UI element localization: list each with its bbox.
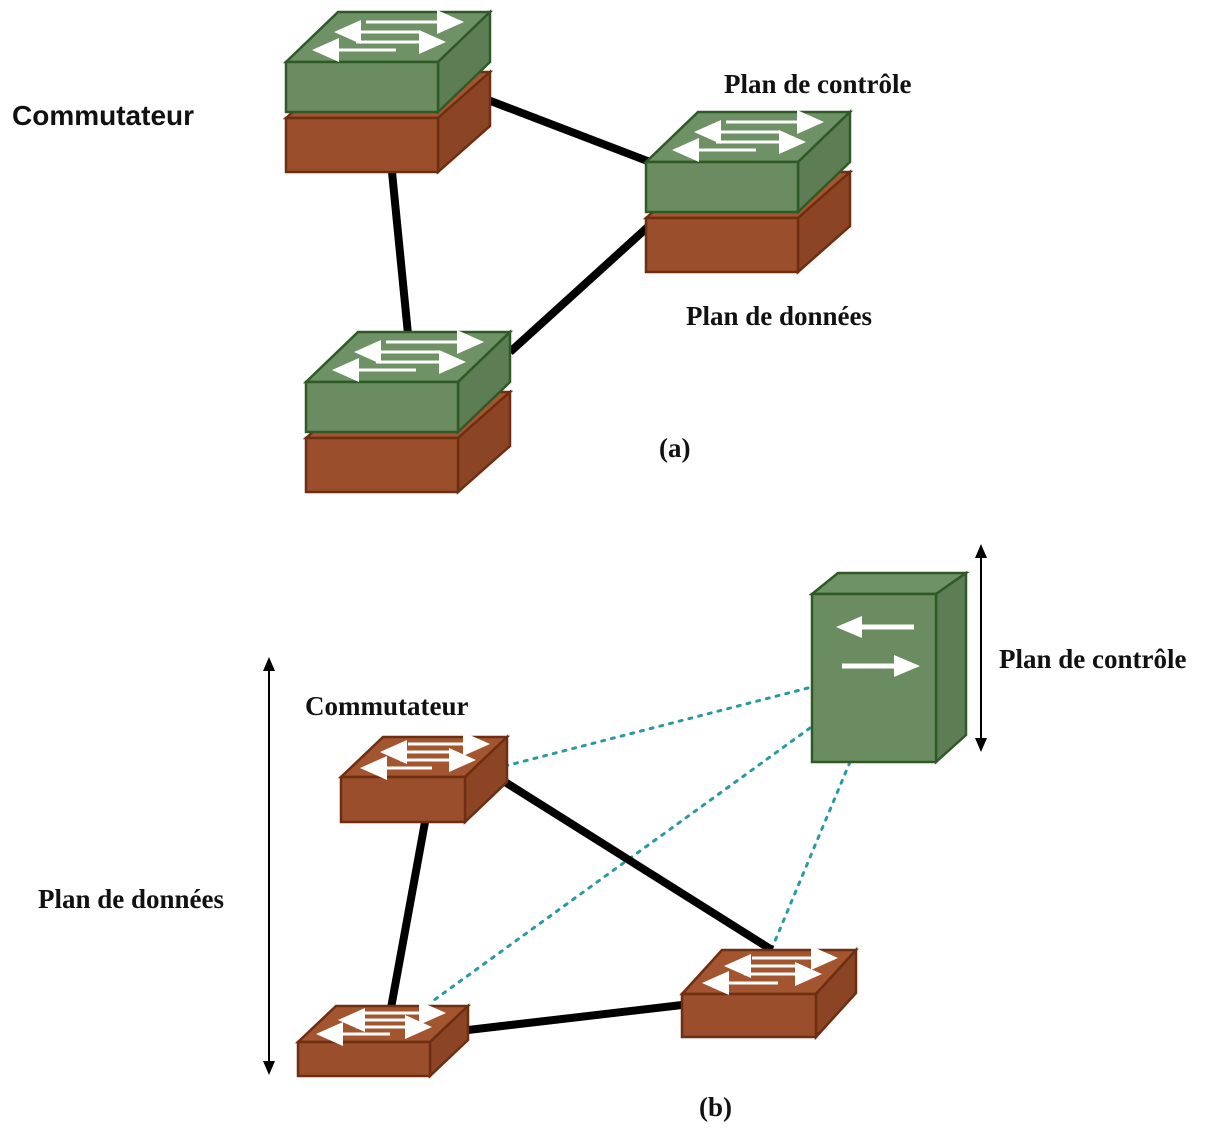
arrows-icon: [672, 110, 824, 162]
switch-a3: [302, 329, 514, 495]
control-link-bottom-right: [770, 760, 852, 950]
switch-a1: [282, 9, 494, 175]
control-plane-block: [642, 109, 854, 215]
arrows-icon: [312, 10, 464, 62]
control-link-top: [503, 686, 810, 768]
switch-b2: [679, 946, 859, 1041]
switch-label-a: Commutateur: [12, 100, 194, 131]
control-plane-label-a: Plan de contrôle: [724, 69, 911, 99]
caption-a: (a): [659, 433, 690, 463]
link-b-top-left: [387, 821, 429, 1009]
arrows-icon: [332, 330, 484, 382]
caption-b: (b): [699, 1092, 732, 1122]
data-plane-label-b: Plan de données: [38, 884, 224, 914]
data-plane-extent-arrow: [263, 657, 275, 1075]
switch-b1: [337, 732, 511, 825]
link-a-right-bottom: [507, 222, 653, 355]
control-plane-block: [282, 9, 494, 115]
arrows-icon: [702, 946, 838, 995]
switch-a2: [642, 109, 854, 275]
control-plane-extent-arrow: [975, 544, 987, 752]
link-a-top-bottom: [388, 171, 412, 335]
switch-b3: [294, 1001, 472, 1079]
arrows-icon: [316, 1001, 446, 1046]
link-b-top-right: [502, 778, 775, 954]
control-plane-block: [302, 329, 514, 435]
link-a-top-right: [486, 96, 652, 166]
controller-block: [808, 570, 970, 765]
arrows-icon: [836, 616, 920, 677]
control-link-bottom-left: [428, 726, 812, 1005]
control-plane-label-b: Plan de contrôle: [999, 644, 1186, 674]
data-plane-label-a: Plan de données: [686, 301, 872, 331]
switch-label-b: Commutateur: [305, 691, 468, 721]
panel-b: Commutateur Plan de contrôle Plan de don…: [38, 544, 1186, 1122]
panel-a: Commutateur Plan de contrôle Plan de don…: [12, 9, 911, 495]
arrows-icon: [360, 732, 490, 780]
link-b-left-right: [467, 1001, 683, 1034]
